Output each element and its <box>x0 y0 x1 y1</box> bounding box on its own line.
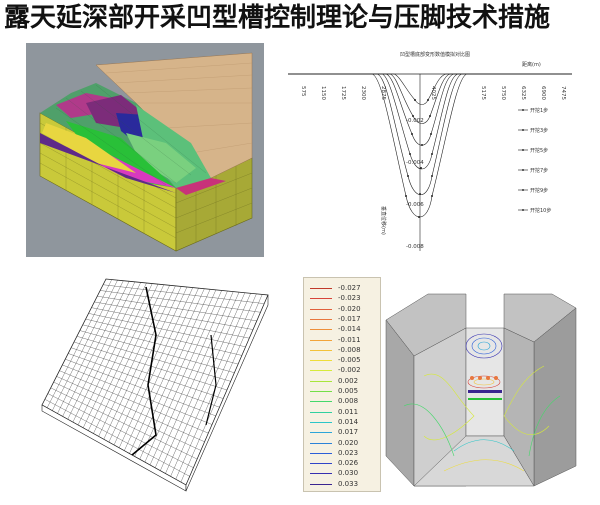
legend-row: 0.020 <box>310 438 378 449</box>
legend-swatch <box>310 401 332 403</box>
legend-value: 0.011 <box>338 407 359 416</box>
x-tick: 6900 <box>540 86 546 100</box>
x-tick: 6325 <box>520 86 526 100</box>
legend-swatch <box>310 288 332 289</box>
deformation-curve-chart: 凹型槽底部变形数值模拟对比图 距离(m) 575 1150 1725 2300 … <box>282 46 582 260</box>
legend-swatch <box>310 452 332 454</box>
x-tick: 2300 <box>360 86 366 100</box>
x-tick: 1150 <box>320 86 326 100</box>
x-tick: 1725 <box>340 86 346 100</box>
curve-x-axis-label: 距离(m) <box>522 61 541 68</box>
curve-chart-title: 凹型槽底部变形数值模拟对比图 <box>400 51 470 58</box>
curve-legend-item: 开挖1步 <box>530 107 548 114</box>
legend-value: 0.033 <box>338 479 359 488</box>
curve-legend-item: 开挖10步 <box>530 207 551 214</box>
legend-swatch <box>310 411 332 413</box>
page-title: 露天延深部开采凹型槽控制理论与压脚技术措施 <box>4 3 551 33</box>
legend-row: 0.011 <box>310 407 378 418</box>
legend-value: 0.005 <box>338 387 359 395</box>
legend-row: 0.005 <box>310 386 378 397</box>
legend-swatch <box>310 349 332 351</box>
y-tick: -0.008 <box>406 244 424 250</box>
legend-swatch <box>310 318 332 320</box>
curve-legend-item: 开挖3步 <box>530 127 548 134</box>
legend-value: -0.011 <box>338 335 361 344</box>
legend-swatch <box>310 442 332 444</box>
legend-row: -0.020 <box>310 304 378 315</box>
legend-row: -0.014 <box>310 324 378 335</box>
legend-value: -0.014 <box>338 325 361 334</box>
legend-row: 0.017 <box>310 427 378 438</box>
legend-value: 0.008 <box>338 397 359 406</box>
x-tick: 575 <box>300 86 306 97</box>
legend-value: -0.027 <box>338 284 361 292</box>
legend-swatch <box>310 360 332 362</box>
legend-value: 0.030 <box>338 469 359 478</box>
legend-row: 0.030 <box>310 468 378 479</box>
x-tick: 2875 <box>380 86 386 100</box>
legend-row: 0.023 <box>310 448 378 459</box>
legend-value: -0.002 <box>338 366 361 375</box>
x-tick: 5750 <box>500 86 506 100</box>
legend-value: -0.005 <box>338 356 361 365</box>
legend-row: -0.027 <box>310 283 378 294</box>
x-tick: 5175 <box>480 86 486 100</box>
legend-row: -0.002 <box>310 365 378 376</box>
legend-row: 0.033 <box>310 479 378 490</box>
x-tick: 4025 <box>430 86 436 100</box>
legend-swatch <box>310 432 332 434</box>
legend-value: -0.017 <box>338 314 361 323</box>
slope-model-image <box>26 43 264 257</box>
legend-value: 0.023 <box>338 448 359 457</box>
curve-legend-item: 开挖7步 <box>530 167 548 174</box>
curve-legend-item: 开挖5步 <box>530 147 548 154</box>
legend-value: -0.008 <box>338 345 361 354</box>
curve-legend-item: 开挖9步 <box>530 187 548 194</box>
legend-value: -0.020 <box>338 304 361 313</box>
legend-row: -0.011 <box>310 335 378 346</box>
legend-swatch <box>310 308 332 310</box>
legend-value: 0.020 <box>338 438 359 447</box>
legend-row: 0.008 <box>310 396 378 407</box>
legend-swatch <box>310 339 332 341</box>
y-tick: -0.006 <box>406 202 424 208</box>
legend-swatch <box>310 370 332 372</box>
legend-row: -0.005 <box>310 355 378 366</box>
legend-value: -0.023 <box>338 294 361 303</box>
legend-row: 0.026 <box>310 458 378 469</box>
contour-trench-image <box>384 286 580 491</box>
legend-value: 0.017 <box>338 428 359 437</box>
y-tick: -0.002 <box>406 118 424 124</box>
legend-row: 0.002 <box>310 376 378 387</box>
wireframe-mesh-image <box>36 275 272 493</box>
legend-swatch <box>310 483 332 485</box>
legend-swatch <box>310 391 332 392</box>
curve-y-axis-label: 垂直位移(m) <box>380 206 387 235</box>
y-tick: -0.004 <box>406 160 424 166</box>
legend-swatch <box>310 329 332 331</box>
legend-swatch <box>310 421 332 423</box>
legend-row: -0.017 <box>310 314 378 325</box>
legend-row: -0.023 <box>310 293 378 304</box>
legend-row: 0.014 <box>310 417 378 428</box>
legend-value: 0.002 <box>338 376 359 385</box>
x-tick: 7475 <box>560 86 566 100</box>
contour-legend: -0.027-0.023-0.020-0.017-0.014-0.011-0.0… <box>303 277 381 492</box>
legend-swatch <box>310 463 332 465</box>
legend-row: -0.008 <box>310 345 378 356</box>
legend-swatch <box>310 380 332 382</box>
legend-value: 0.026 <box>338 459 359 468</box>
legend-swatch <box>310 473 332 475</box>
legend-value: 0.014 <box>338 417 359 426</box>
legend-swatch <box>310 298 332 300</box>
